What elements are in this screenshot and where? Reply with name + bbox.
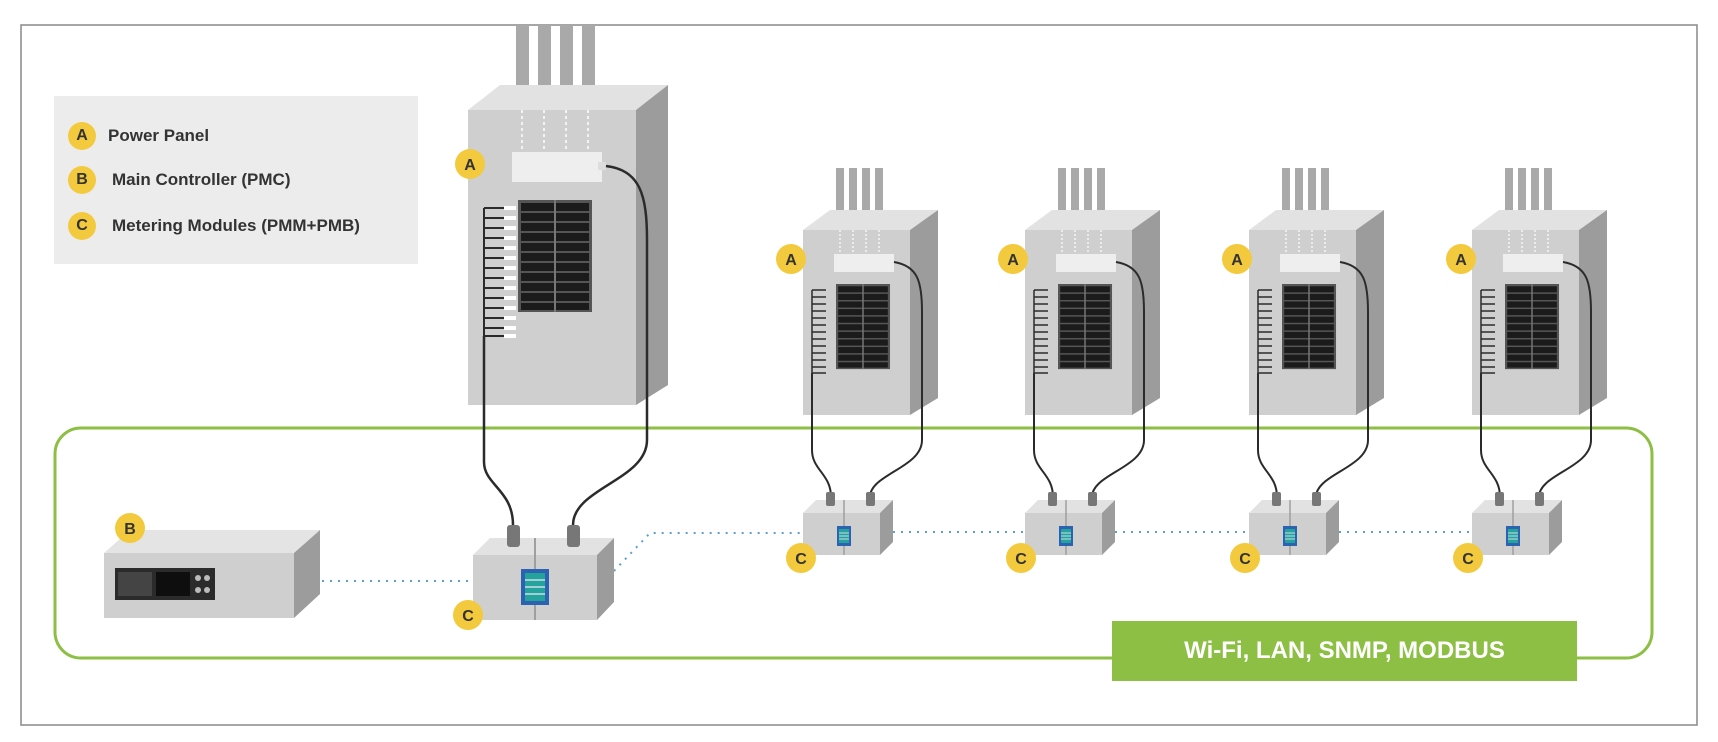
network-protocol-label: Wi-Fi, LAN, SNMP, MODBUS xyxy=(1112,621,1577,681)
badge-module-large: C xyxy=(453,600,483,630)
legend-item-power-panel: A Power Panel xyxy=(68,120,209,152)
badge-panel-4: A xyxy=(1446,244,1476,274)
badge-controller: B xyxy=(115,513,145,543)
svg-text:A: A xyxy=(785,252,797,269)
power-panel-small xyxy=(1249,168,1384,415)
module-connector xyxy=(567,525,580,547)
ct-sensor-bar xyxy=(512,152,602,182)
metering-module-small xyxy=(1025,492,1115,555)
power-panel-large xyxy=(468,25,668,405)
power-panel-small xyxy=(1472,168,1607,415)
svg-text:A: A xyxy=(1231,252,1243,269)
network-loop xyxy=(53,426,1654,660)
badge-module-1: C xyxy=(786,543,816,573)
power-panel-small xyxy=(1025,168,1160,415)
dotted-links xyxy=(322,531,1472,582)
legend: A Power Panel B Main Controller (PMC) C … xyxy=(54,96,418,264)
badge-module-3: C xyxy=(1230,543,1260,573)
legend-item-metering-modules: C Metering Modules (PMM+PMB) xyxy=(68,210,360,242)
legend-item-main-controller: B Main Controller (PMC) xyxy=(68,164,291,196)
wires-large xyxy=(482,164,649,526)
breaker-grid xyxy=(517,199,593,313)
badge-panel-3: A xyxy=(1222,244,1252,274)
wires-small xyxy=(811,261,923,498)
svg-text:C: C xyxy=(795,551,807,568)
legend-badge: C xyxy=(68,212,96,240)
power-panel-small xyxy=(803,168,938,415)
wires-small xyxy=(1033,261,1145,498)
metering-module-small xyxy=(1472,492,1562,555)
wires-small xyxy=(1257,261,1369,498)
svg-text:C: C xyxy=(1015,551,1027,568)
svg-text:A: A xyxy=(1007,252,1019,269)
badge-module-2: C xyxy=(1006,543,1036,573)
metering-module-small xyxy=(803,492,893,555)
svg-text:C: C xyxy=(1462,551,1474,568)
badge-panel-1: A xyxy=(776,244,806,274)
badge-panel-large: A xyxy=(455,149,485,179)
legend-badge: A xyxy=(68,122,96,150)
legend-badge: B xyxy=(68,166,96,194)
svg-text:C: C xyxy=(1239,551,1251,568)
badge-module-4: C xyxy=(1453,543,1483,573)
svg-text:A: A xyxy=(1455,252,1467,269)
badge-panel-2: A xyxy=(998,244,1028,274)
svg-text:A: A xyxy=(464,157,476,174)
metering-module-small xyxy=(1249,492,1339,555)
module-connector xyxy=(507,525,520,547)
svg-text:B: B xyxy=(124,521,136,538)
svg-text:C: C xyxy=(462,608,474,625)
module-clip xyxy=(520,568,550,606)
legend-label: Main Controller (PMC) xyxy=(112,170,291,189)
wires-small xyxy=(1480,261,1592,498)
legend-label: Metering Modules (PMM+PMB) xyxy=(112,216,360,235)
metering-module-large xyxy=(473,525,614,620)
main-controller xyxy=(104,530,320,618)
ct-sensor-plug xyxy=(598,162,606,170)
legend-label: Power Panel xyxy=(108,126,210,145)
